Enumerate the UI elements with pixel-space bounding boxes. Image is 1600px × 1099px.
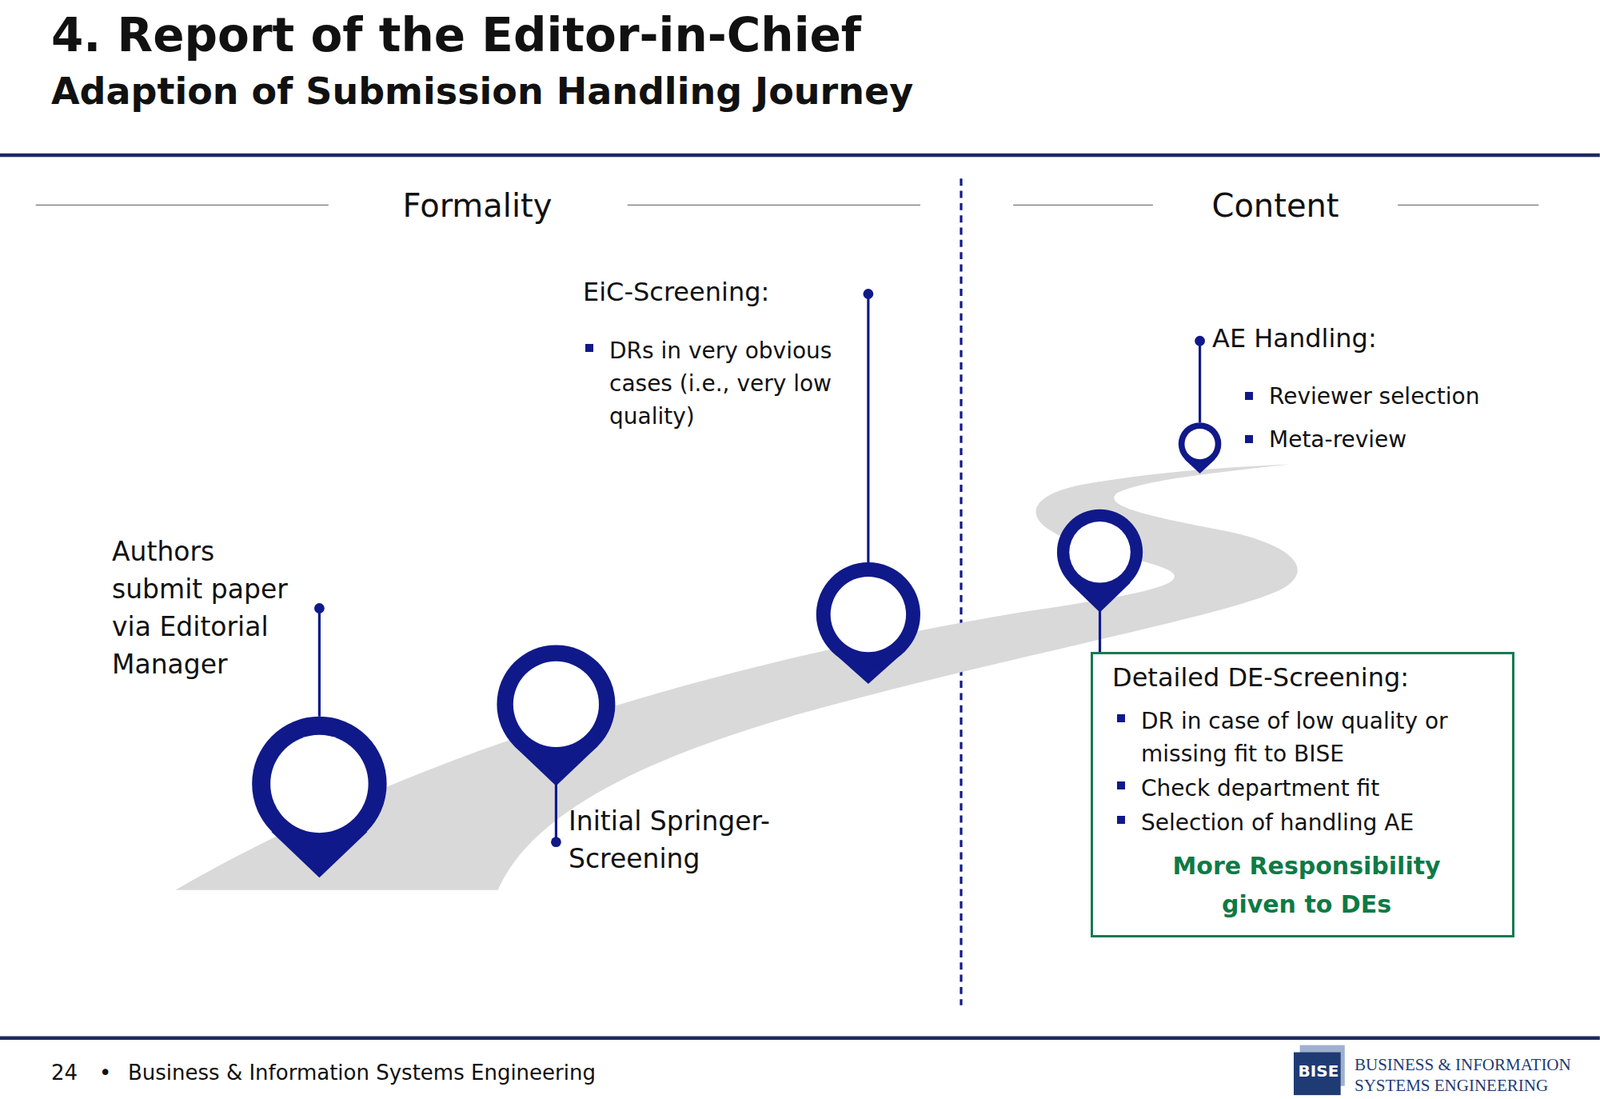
bullet-item: Check department fit	[1141, 771, 1501, 805]
section-heading: Formality	[402, 185, 553, 226]
label-wrap: Authors submit paper via Editorial Manag…	[111, 532, 311, 683]
pin-hole	[513, 661, 599, 747]
step-heading: EiC-Screening:	[582, 275, 770, 308]
step-label: Initial Springer-Screening	[568, 801, 873, 878]
label-wrap: BISE	[1293, 1061, 1344, 1082]
leader-dot	[550, 836, 562, 847]
pins	[251, 288, 1221, 878]
leader-line	[866, 293, 870, 563]
pin	[1178, 422, 1222, 466]
divider-line	[959, 178, 962, 1006]
page-number: 24	[51, 1059, 78, 1086]
label-wrap: 24	[51, 1059, 78, 1086]
leader-line	[1198, 340, 1201, 423]
pin-hole	[1184, 428, 1215, 459]
section-rule	[627, 204, 921, 206]
emphasis-note: More Responsibility given to DEs	[1138, 846, 1475, 924]
leader-dot	[862, 288, 874, 300]
box-heading: Detailed DE-Screening:	[1112, 658, 1501, 697]
leader-line	[554, 783, 558, 842]
label-wrap: EiC-Screening:	[582, 275, 770, 308]
bullet-item: Selection of handling AE	[1141, 805, 1501, 839]
highlight-box: Detailed DE-Screening: DR in case of low …	[1090, 651, 1515, 938]
leader-dot	[314, 602, 325, 614]
label-wrap: Reviewer selection	[1268, 382, 1480, 411]
label-wrap: BUSINESS & INFORMATION SYSTEMS ENGINEERI…	[1354, 1053, 1600, 1096]
pin	[1057, 509, 1143, 595]
section-rule	[1013, 204, 1154, 206]
separator: •	[99, 1059, 112, 1086]
journal-name: BUSINESS & INFORMATION SYSTEMS ENGINEERI…	[1354, 1053, 1600, 1096]
slide-title: 4. Report of the Editor-in-Chief	[51, 7, 862, 64]
section-rule	[35, 204, 329, 206]
leader-line	[318, 607, 321, 716]
section-rule	[1397, 204, 1539, 206]
pin-hole	[270, 734, 368, 833]
label-wrap: Content	[1211, 185, 1339, 226]
label-wrap: Formality	[402, 185, 553, 226]
step-heading: AE Handling:	[1212, 322, 1377, 355]
leader-dot	[1194, 335, 1205, 347]
label-wrap: DRs in very obvious cases (i.e., very lo…	[609, 334, 858, 433]
label-wrap: Business & Information Systems Engineeri…	[127, 1059, 596, 1086]
header-rule	[0, 153, 1600, 157]
label-wrap: Initial Springer-Screening	[568, 801, 873, 878]
subtitle: Adaption of Submission Handling Journey	[51, 68, 914, 116]
section-heading: Content	[1211, 185, 1339, 226]
logo-text: BISE	[1293, 1061, 1344, 1082]
pin-hole	[1069, 521, 1131, 583]
label-wrap: Adaption of Submission Handling Journey	[51, 68, 914, 116]
label-wrap: •	[99, 1059, 112, 1086]
title-wrap: 4. Report of the Editor-in-Chief	[51, 7, 862, 64]
label-wrap: AE Handling:	[1212, 322, 1377, 355]
footer-text: Business & Information Systems Engineeri…	[127, 1059, 596, 1086]
bullet-item: DRs in very obvious cases (i.e., very lo…	[609, 334, 858, 433]
step-label: Authors submit paper via Editorial Manag…	[111, 532, 311, 683]
pin	[251, 716, 387, 851]
pin	[496, 644, 615, 763]
bullet-item: DR in case of low quality or missing fit…	[1141, 704, 1501, 771]
label-wrap: Meta-review	[1268, 425, 1407, 454]
footer-rule	[0, 1035, 1600, 1039]
bullet-item: Reviewer selection	[1268, 382, 1480, 411]
pin-hole	[830, 576, 906, 652]
bullet-item: Meta-review	[1268, 425, 1407, 454]
pin	[816, 562, 921, 667]
